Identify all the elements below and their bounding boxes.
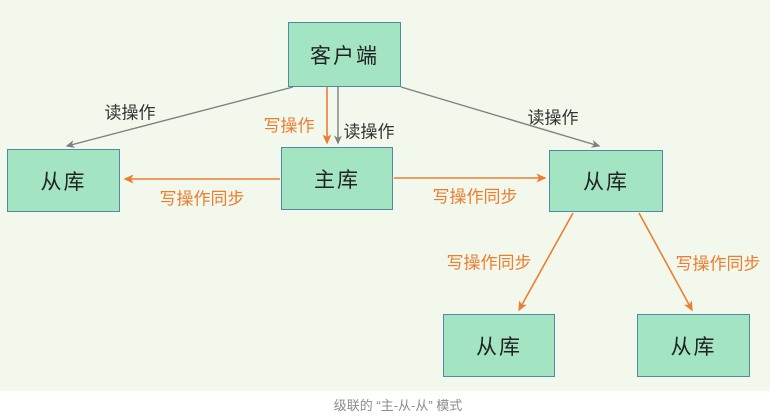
- node-slave-bottom-right: 从库: [637, 314, 750, 377]
- edge-label-sync-right: 写操作同步: [432, 187, 518, 207]
- edge-read-client-to-right-slave: [400, 86, 601, 148]
- edge-label-sync-left: 写操作同步: [159, 189, 245, 209]
- node-slave-left-label: 从库: [40, 170, 87, 194]
- node-master-label: 主库: [314, 168, 360, 192]
- replication-diagram: 客户端 主库 从库 从库 从库 从库 读操作 写操作 读操作 读操作 写操作同步…: [0, 0, 770, 391]
- node-client-label: 客户端: [310, 44, 379, 68]
- node-slave-left: 从库: [7, 149, 120, 212]
- node-slave-bottom-right-label: 从库: [670, 335, 717, 359]
- edge-sync-right-slave-to-bottom-right-slave: [638, 212, 693, 312]
- node-slave-bottom-left: 从库: [443, 314, 555, 377]
- edge-label-read-right: 读操作: [527, 108, 579, 128]
- node-slave-right: 从库: [549, 150, 663, 212]
- node-client: 客户端: [288, 22, 401, 87]
- edge-label-read-middle: 读操作: [343, 122, 395, 142]
- edge-read-client-to-left-slave: [65, 86, 294, 148]
- edge-sync-right-slave-to-bottom-left-slave: [518, 212, 574, 312]
- edge-label-write: 写操作: [263, 116, 315, 136]
- node-master: 主库: [281, 147, 393, 210]
- node-slave-bottom-left-label: 从库: [476, 335, 522, 359]
- caption: 级联的 “主-从-从” 模式: [333, 398, 463, 413]
- edge-label-sync-bottom-right: 写操作同步: [675, 254, 761, 274]
- edge-label-sync-bottom-left: 写操作同步: [446, 253, 532, 273]
- arrows-layer: [65, 86, 693, 312]
- node-slave-right-label: 从库: [583, 171, 629, 194]
- edge-label-read-left: 读操作: [104, 103, 156, 123]
